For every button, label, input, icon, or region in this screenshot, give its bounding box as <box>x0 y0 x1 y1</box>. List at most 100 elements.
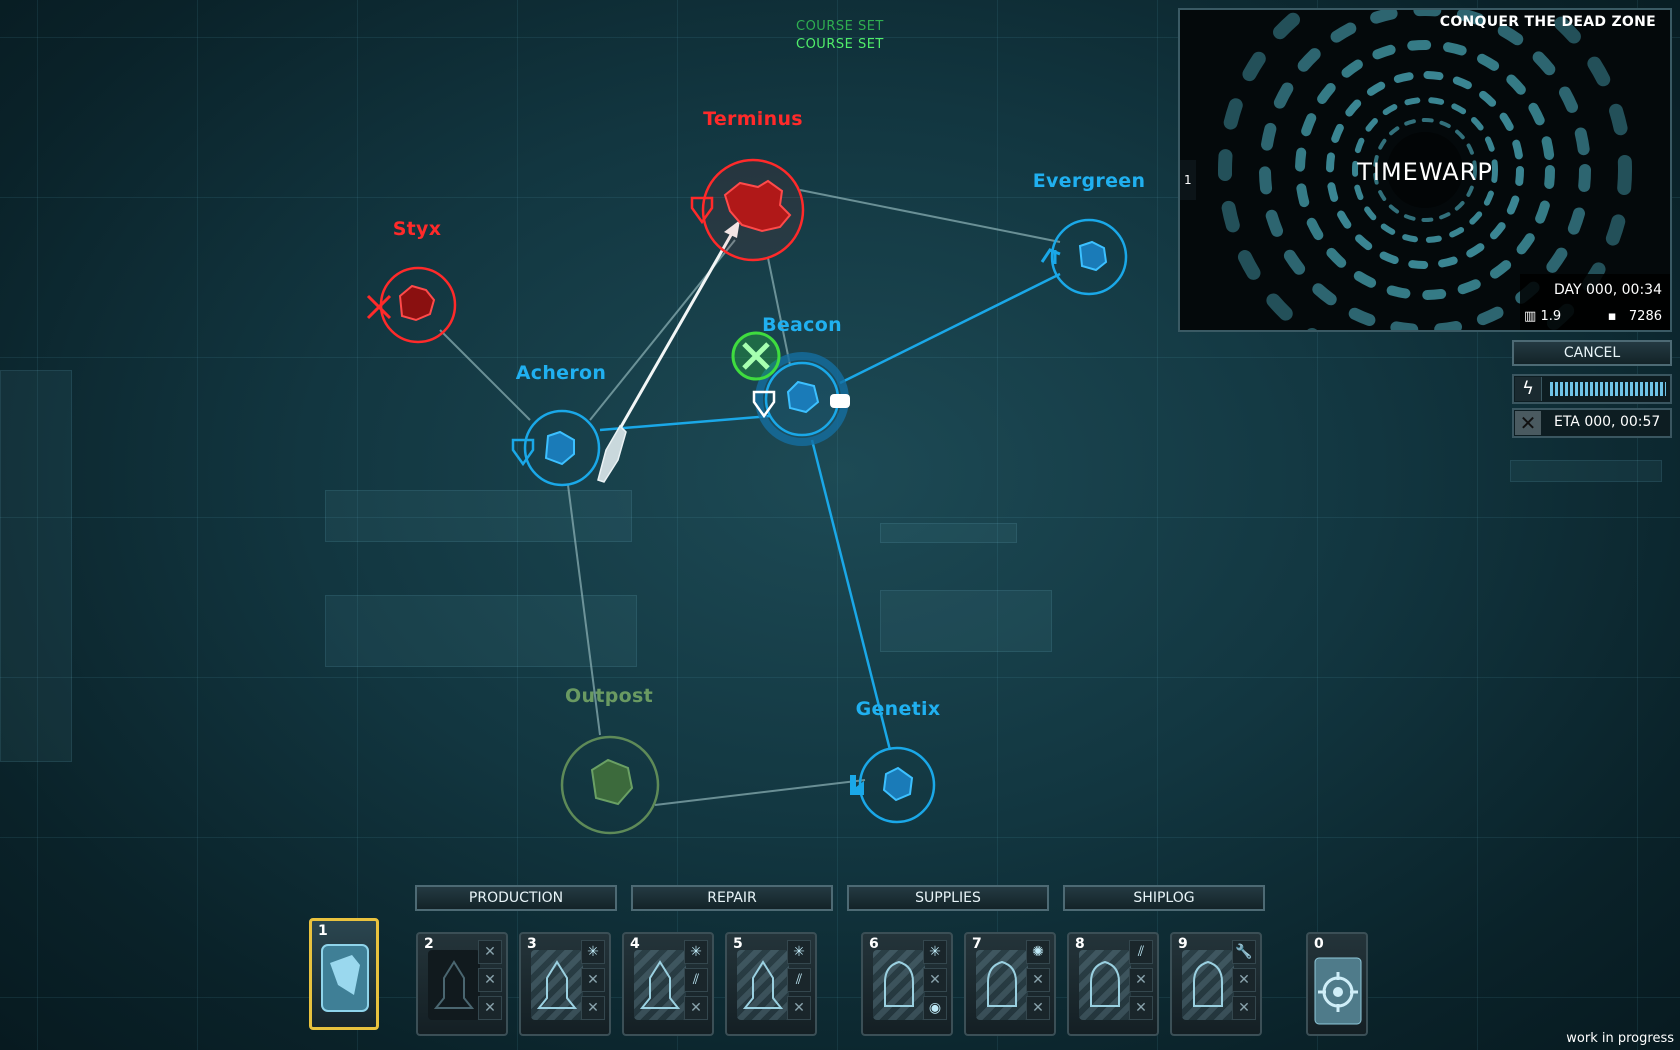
fleet-slot-5[interactable]: 5 ✳ ⫽ ✕ <box>725 932 817 1036</box>
eta-text: ETA 000, 00:57 <box>1554 414 1661 430</box>
fleet-slot-2[interactable]: 2 ✕ ✕ ✕ <box>416 932 508 1036</box>
waypoint-marker[interactable] <box>731 331 781 381</box>
fleet-slot-7[interactable]: 7 ✺✕✕ <box>964 932 1056 1036</box>
ship-icon <box>428 950 480 1020</box>
laser-icon[interactable]: ✳ <box>923 940 947 964</box>
slot-number: 5 <box>733 936 743 952</box>
timewarp-speed[interactable]: 1 <box>1180 160 1196 200</box>
ship-icon <box>531 950 583 1020</box>
background-console <box>325 490 632 542</box>
background-panel <box>1510 460 1662 482</box>
route-terminus-evergreen <box>799 189 1061 243</box>
tab-shiplog[interactable]: SHIPLOG <box>1063 885 1265 911</box>
tab-repair[interactable]: REPAIR <box>631 885 833 911</box>
slot-number: 1 <box>318 923 328 939</box>
timewarp-panel: CONQUER THE DEAD ZONE TIMEWARP 1 DAY 000… <box>1178 8 1672 332</box>
close-icon[interactable]: ✕ <box>1026 996 1050 1020</box>
background-panel <box>0 370 72 762</box>
fleet-slot-9[interactable]: 9 🔧 ✕ ✕ <box>1170 932 1262 1036</box>
close-icon[interactable]: ✕ <box>923 968 947 992</box>
planet-label-acheron[interactable]: Acheron <box>515 362 607 384</box>
fleet-slot-8[interactable]: 8 ⫽ ✕ ✕ <box>1067 932 1159 1036</box>
planet-label-evergreen[interactable]: Evergreen <box>1032 170 1146 192</box>
planet-outpost[interactable] <box>560 735 660 835</box>
slot-number: 6 <box>869 936 879 952</box>
scrap-value: 7286 <box>1628 309 1662 324</box>
planet-beacon[interactable] <box>752 352 850 446</box>
player-ship[interactable] <box>597 424 627 483</box>
close-icon[interactable]: ✕ <box>1129 968 1153 992</box>
close-icon[interactable]: ✕ <box>478 996 502 1020</box>
ship-icon <box>737 950 789 1020</box>
resource-scrap: ▪ 7286 <box>1608 309 1662 324</box>
close-icon[interactable]: ✕ <box>478 940 502 964</box>
close-icon[interactable]: ✕ <box>581 996 605 1020</box>
close-icon[interactable]: ✕ <box>478 968 502 992</box>
fuel-icon: ▥ <box>1524 309 1537 324</box>
tab-supplies[interactable]: SUPPLIES <box>847 885 1049 911</box>
planet-label-terminus[interactable]: Terminus <box>703 108 803 130</box>
tab-production[interactable]: PRODUCTION <box>415 885 617 911</box>
planet-terminus[interactable] <box>690 158 805 262</box>
energy-bar <box>1550 382 1666 396</box>
route-beacon-evergreen <box>839 272 1061 385</box>
background-console <box>880 523 1017 543</box>
background-screen <box>325 595 637 667</box>
route-beacon-genetix <box>810 439 892 751</box>
scrap-icon: ▪ <box>1607 309 1617 324</box>
route-terminus-beacon <box>767 257 791 366</box>
laser-icon[interactable]: ✳ <box>684 940 708 964</box>
fleet-slot-6[interactable]: 6 ✳ ✕ ◉ <box>861 932 953 1036</box>
planet-styx[interactable] <box>366 266 457 344</box>
energy-meter: ϟ <box>1512 374 1672 404</box>
day-clock: DAY 000, 00:34 <box>1554 282 1662 298</box>
slot-number: 3 <box>527 936 537 952</box>
mission-title: CONQUER THE DEAD ZONE <box>1439 14 1656 30</box>
planet-label-beacon[interactable]: Beacon <box>762 314 842 336</box>
missile-icon[interactable]: ⫽ <box>787 968 811 992</box>
close-icon[interactable]: ✕ <box>1515 411 1541 435</box>
course-status-1: COURSE SET <box>796 19 884 34</box>
wrench-icon[interactable]: 🔧 <box>1232 940 1256 964</box>
mine-icon[interactable]: ✺ <box>1026 940 1050 964</box>
route-styx-acheron <box>439 329 531 421</box>
lightning-icon: ϟ <box>1515 377 1542 401</box>
planet-label-genetix[interactable]: Genetix <box>855 698 941 720</box>
ship-icon <box>634 950 686 1020</box>
ship-icon <box>1079 950 1131 1020</box>
ship-icon <box>1182 950 1234 1020</box>
close-icon[interactable]: ✕ <box>684 996 708 1020</box>
slot-number: 9 <box>1178 936 1188 952</box>
close-icon[interactable]: ✕ <box>1232 996 1256 1020</box>
close-icon[interactable]: ✕ <box>787 996 811 1020</box>
signal-icon[interactable]: ◉ <box>923 996 947 1020</box>
missile-icon[interactable]: ⫽ <box>684 968 708 992</box>
close-icon[interactable]: ✕ <box>1232 968 1256 992</box>
slot-number: 8 <box>1075 936 1085 952</box>
course-status-2: COURSE SET <box>796 37 884 52</box>
missile-icon[interactable]: ⫽ <box>1129 940 1153 964</box>
close-icon[interactable]: ✕ <box>581 968 605 992</box>
time-readout: DAY 000, 00:34 ▥ 1.9 ▪ 7286 <box>1520 274 1670 330</box>
slot-number: 2 <box>424 936 434 952</box>
close-icon[interactable]: ✕ <box>1129 996 1153 1020</box>
resource-fuel: ▥ 1.9 <box>1524 309 1561 324</box>
fleet-slot-1[interactable]: 1 <box>309 918 379 1030</box>
cancel-button[interactable]: CANCEL <box>1512 340 1672 366</box>
close-icon[interactable]: ✕ <box>1026 968 1050 992</box>
background-screen <box>880 590 1052 652</box>
planet-genetix[interactable] <box>850 746 936 824</box>
flagship-icon <box>321 944 369 1012</box>
laser-icon[interactable]: ✳ <box>581 940 605 964</box>
planet-evergreen[interactable] <box>1040 218 1128 296</box>
timewarp-label: TIMEWARP <box>1357 158 1493 186</box>
fleet-slot-0[interactable]: 0 <box>1306 932 1368 1036</box>
planet-label-styx[interactable]: Styx <box>392 218 442 240</box>
laser-icon[interactable]: ✳ <box>787 940 811 964</box>
route-acheron-beacon <box>599 414 771 432</box>
fleet-slot-4[interactable]: 4 ✳⫽✕ <box>622 932 714 1036</box>
fleet-slot-3[interactable]: 3 ✳ ✕ ✕ <box>519 932 611 1036</box>
planet-label-outpost[interactable]: Outpost <box>565 685 653 707</box>
planet-acheron[interactable] <box>511 409 601 487</box>
ship-icon <box>976 950 1028 1020</box>
